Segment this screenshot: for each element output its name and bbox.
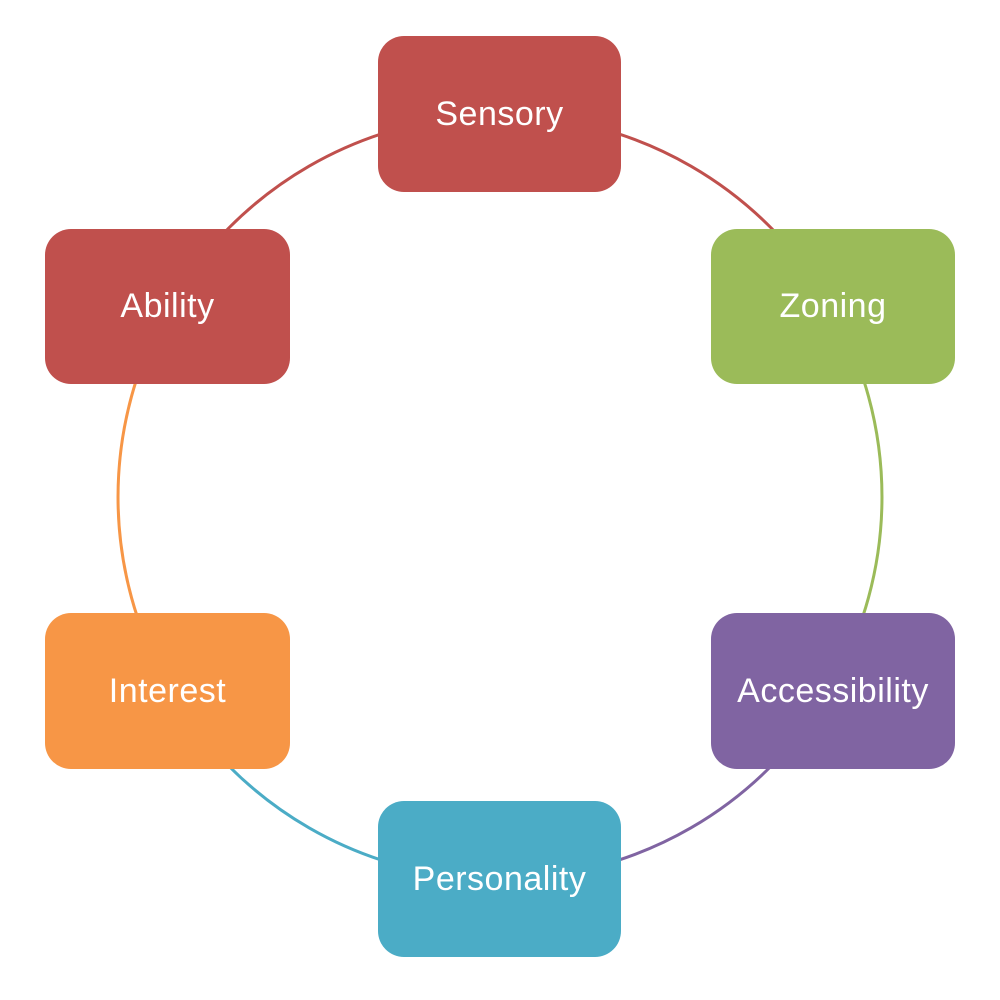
node-interest: Interest [45, 613, 290, 769]
node-label: Sensory [435, 94, 564, 133]
node-label: Interest [108, 671, 227, 710]
node-accessibility: Accessibility [711, 613, 955, 769]
node-personality: Personality [378, 801, 621, 957]
node-label: Ability [120, 287, 215, 325]
node-label: Accessibility [737, 671, 929, 710]
node-ability: Ability [45, 229, 290, 384]
node-zoning: Zoning [711, 229, 955, 384]
node-sensory: Sensory [378, 36, 621, 192]
node-label: Zoning [779, 287, 887, 325]
node-label: Personality [412, 859, 587, 898]
